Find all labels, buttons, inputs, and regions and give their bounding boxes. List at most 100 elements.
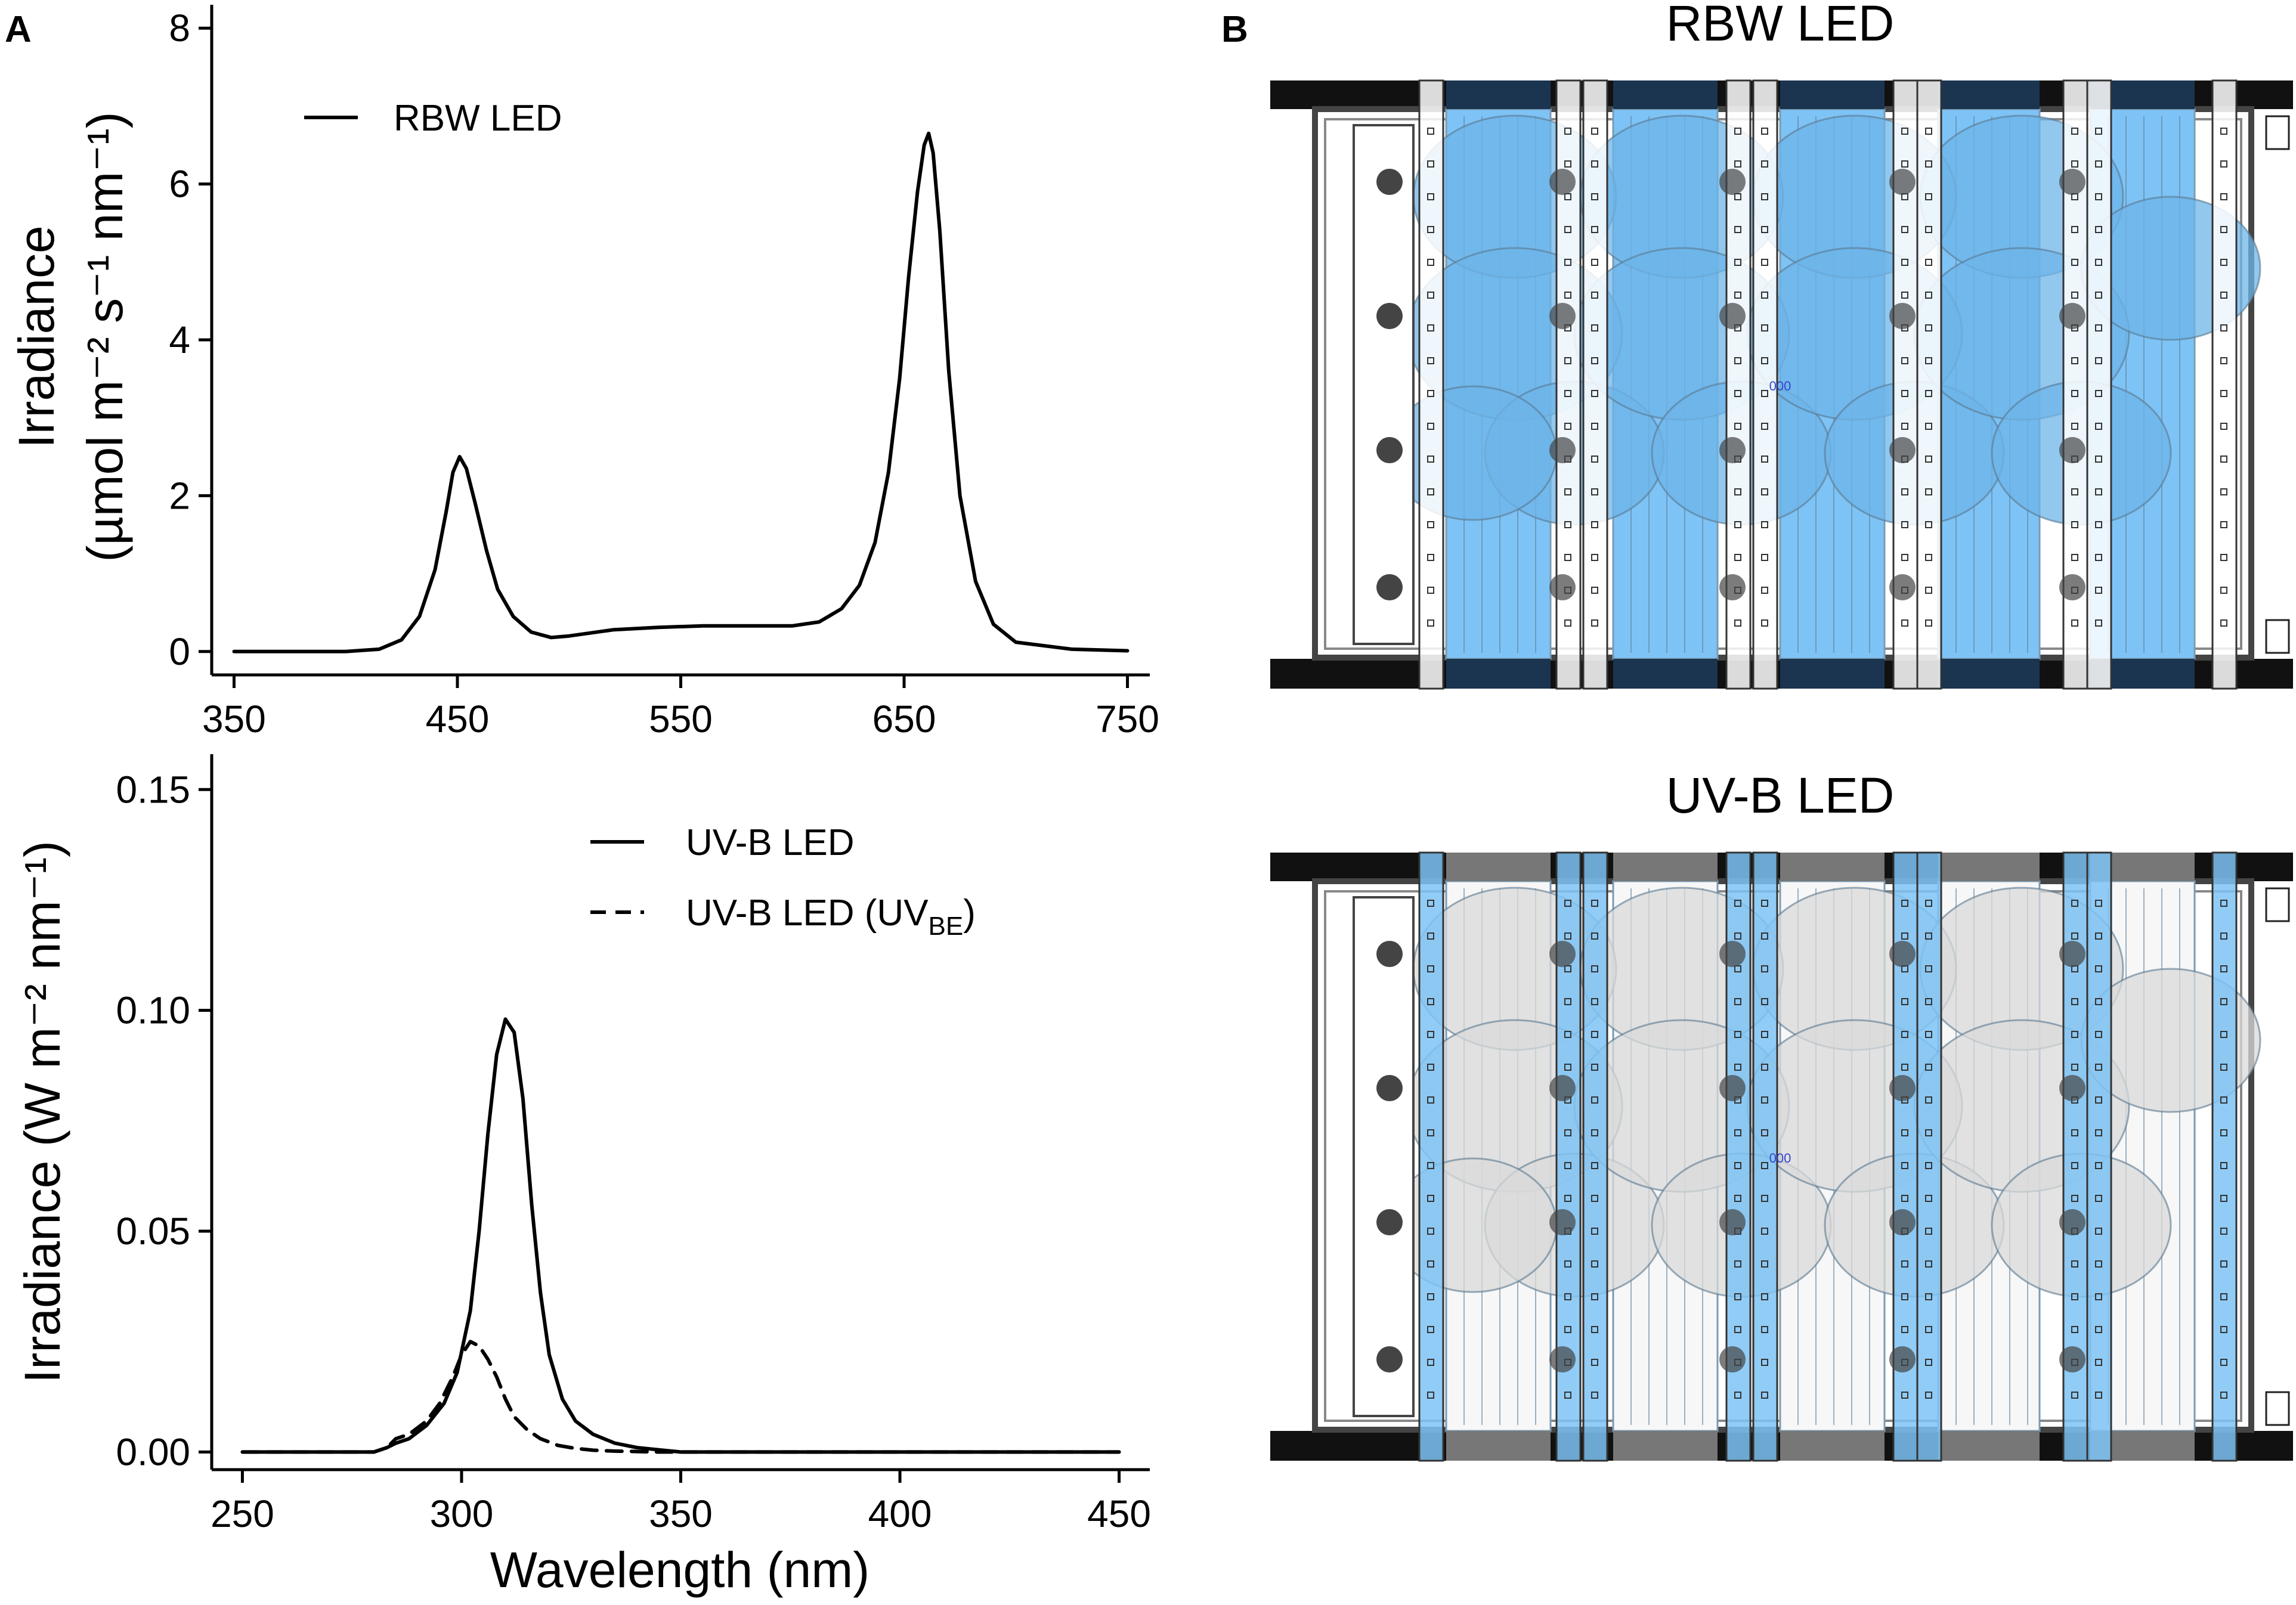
tube-led-dot bbox=[1591, 390, 1598, 397]
tube-led-dot bbox=[2220, 357, 2227, 364]
legend-uvbe-prefix: UV-B LED (UV bbox=[686, 893, 929, 934]
tube-led-dot bbox=[1591, 357, 1598, 364]
tube-led-dot bbox=[1564, 226, 1571, 233]
tube-led-dot bbox=[1761, 357, 1768, 364]
pot-marker bbox=[1719, 303, 1746, 329]
tube-led-dot bbox=[1427, 1129, 1434, 1136]
tube-led-dot bbox=[1761, 587, 1768, 594]
tube-led-dot bbox=[1564, 521, 1571, 528]
lamp-cap-bottom bbox=[1938, 1431, 2040, 1461]
tube-led-dot bbox=[2220, 554, 2227, 561]
tube-led-dot bbox=[1925, 1326, 1932, 1333]
tube-led-dot bbox=[1925, 1195, 1932, 1202]
tube-led-dot bbox=[1925, 619, 1932, 627]
tube-led-dot bbox=[1564, 1260, 1571, 1268]
tube-led-dot bbox=[1901, 1162, 1908, 1169]
tube-led-dot bbox=[2220, 128, 2227, 135]
center-marker: 000 bbox=[1769, 379, 1791, 393]
tube-led-dot bbox=[2220, 193, 2227, 200]
tube-led-dot bbox=[1761, 998, 1768, 1005]
tube-led-dot bbox=[2071, 423, 2078, 430]
y-tick-label: 6 bbox=[169, 163, 190, 206]
tube-led-dot bbox=[1901, 1293, 1908, 1300]
tube-led-dot bbox=[1925, 1392, 1932, 1399]
tube-led-dot bbox=[2071, 1326, 2078, 1333]
tube-led-dot bbox=[2095, 1064, 2102, 1071]
tube-led-dot bbox=[2220, 1326, 2227, 1333]
tube-led-dot bbox=[1591, 1359, 1598, 1366]
tube-led-dot bbox=[1925, 1162, 1932, 1169]
tube-led-dot bbox=[1427, 1096, 1434, 1104]
lamp-cap-top bbox=[1938, 853, 2040, 881]
tube-led-dot bbox=[1925, 1293, 1932, 1300]
tube-led-dot bbox=[1901, 160, 1908, 168]
lamp-cap-top bbox=[1613, 853, 1718, 881]
y-tick-label: 4 bbox=[169, 318, 190, 361]
tube-led-dot bbox=[2220, 1162, 2227, 1169]
tube-led-dot bbox=[1734, 900, 1741, 907]
tube-led-dot bbox=[1901, 226, 1908, 233]
tube-led-dot bbox=[1564, 932, 1571, 940]
side-box-bottom bbox=[2265, 619, 2290, 654]
tube-led-dot bbox=[1591, 1096, 1598, 1104]
tube-led-dot bbox=[1564, 1064, 1571, 1071]
tube-led-dot bbox=[1427, 226, 1434, 233]
y-tick-label: 0 bbox=[169, 630, 190, 673]
legend-label-uvb: UV-B LED bbox=[686, 822, 855, 863]
pot-marker bbox=[1889, 437, 1916, 463]
tube-led-dot bbox=[1734, 1031, 1741, 1038]
x-tick-label: 450 bbox=[1087, 1492, 1151, 1535]
tube-led-dot bbox=[1925, 1359, 1932, 1366]
tube-led-dot bbox=[1734, 1195, 1741, 1202]
tube-led-dot bbox=[1564, 292, 1571, 299]
tube-led-dot bbox=[1591, 160, 1598, 168]
tube-led-dot bbox=[1925, 160, 1932, 168]
tube-led-dot bbox=[1761, 292, 1768, 299]
pot-marker bbox=[1719, 941, 1746, 967]
tube-led-dot bbox=[2071, 900, 2078, 907]
tube-led-dot bbox=[1761, 488, 1768, 495]
tube-led-dot bbox=[1591, 900, 1598, 907]
tube-led-dot bbox=[1925, 1129, 1932, 1136]
tube-led-dot bbox=[1427, 324, 1434, 331]
tube-led-dot bbox=[1564, 1195, 1571, 1202]
tube-led-dot bbox=[1591, 1260, 1598, 1268]
tube-led-dot bbox=[2071, 1195, 2078, 1202]
tube-led-dot bbox=[1901, 932, 1908, 940]
tube-led-dot bbox=[1925, 423, 1932, 430]
pot-marker bbox=[1549, 1075, 1576, 1101]
tube-led-dot bbox=[2071, 1392, 2078, 1399]
tube-led-dot bbox=[1901, 292, 1908, 299]
tube-led-dot bbox=[2095, 390, 2102, 397]
tube-led-dot bbox=[1591, 128, 1598, 135]
tube-led-dot bbox=[1734, 488, 1741, 495]
light-tube bbox=[1418, 851, 1444, 1462]
tube-led-dot bbox=[2220, 1359, 2227, 1366]
tube-led-dot bbox=[1734, 1064, 1741, 1071]
pot-marker bbox=[1376, 169, 1403, 195]
tube-led-dot bbox=[2071, 1162, 2078, 1169]
tube-led-dot bbox=[1925, 554, 1932, 561]
tube-led-dot bbox=[2071, 488, 2078, 495]
tube-led-dot bbox=[1427, 1195, 1434, 1202]
pot-marker bbox=[1889, 1075, 1916, 1101]
tube-led-dot bbox=[1761, 324, 1768, 331]
pot-marker bbox=[1889, 574, 1916, 600]
tube-led-dot bbox=[2220, 160, 2227, 168]
lamp-cap-bottom bbox=[1446, 1431, 1551, 1461]
tube-led-dot bbox=[1427, 1031, 1434, 1038]
tube-led-dot bbox=[2220, 1228, 2227, 1235]
tube-led-dot bbox=[1564, 160, 1571, 168]
lamp-cap-bottom bbox=[1780, 659, 1885, 689]
tube-led-dot bbox=[2071, 1260, 2078, 1268]
tube-led-dot bbox=[2071, 226, 2078, 233]
tube-led-dot bbox=[1761, 390, 1768, 397]
tube-led-dot bbox=[2095, 160, 2102, 168]
tube-led-dot bbox=[1925, 226, 1932, 233]
tube-led-dot bbox=[2220, 259, 2227, 266]
tube-led-dot bbox=[1564, 1162, 1571, 1169]
tube-led-dot bbox=[2220, 932, 2227, 940]
light-tube bbox=[2086, 851, 2112, 1462]
tube-led-dot bbox=[2220, 1031, 2227, 1038]
